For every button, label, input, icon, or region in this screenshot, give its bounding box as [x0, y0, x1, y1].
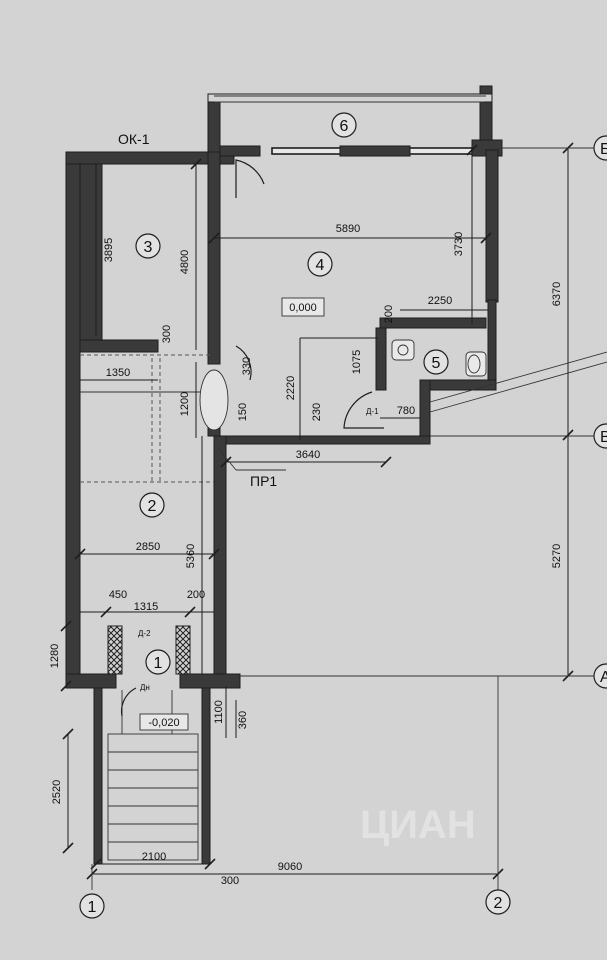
level-entry: -0,020 [148, 717, 179, 729]
dim-300-a: 300 [161, 325, 173, 343]
dim-200-a: 200 [383, 305, 395, 323]
dim-2220: 2220 [285, 376, 297, 400]
dim-1100: 1100 [213, 700, 225, 724]
dim-450: 450 [109, 589, 127, 601]
axis-bubble-b [593, 135, 607, 161]
room-number-5: 5 [432, 355, 441, 372]
axis-bubble-v [593, 423, 607, 449]
room-number-2: 2 [148, 498, 157, 515]
dim-3730: 3730 [453, 232, 465, 256]
bathroom-fixtures [391, 339, 487, 377]
window-label: ОК-1 [118, 131, 150, 147]
dim-230: 230 [311, 403, 323, 421]
dim-3895: 3895 [103, 238, 115, 262]
axis-bubble-1 [79, 893, 105, 919]
dim-4800: 4800 [179, 250, 191, 274]
axis-markers: 1 2 Б В А [79, 135, 607, 919]
door-label-d1: Д-1 [366, 407, 379, 416]
axis-bubble-a [593, 663, 607, 689]
dim-1075: 1075 [351, 350, 363, 374]
room-number-3: 3 [144, 239, 153, 256]
dim-200-b: 200 [187, 589, 205, 601]
dim-360: 360 [237, 711, 249, 729]
door-swings [120, 159, 384, 717]
room-number-6: 6 [340, 118, 349, 135]
dimension-values: 5890 3730 2250 6370 5270 3895 4800 300 1… [49, 223, 563, 887]
dim-6370: 6370 [551, 282, 563, 306]
room-numbers: 6 3 4 5 2 1 [135, 112, 449, 675]
dim-2100: 2100 [142, 851, 166, 863]
axis-label-1: 1 [88, 899, 97, 916]
dim-5360: 5360 [185, 544, 197, 568]
dim-1200: 1200 [179, 392, 191, 416]
dim-5270: 5270 [551, 544, 563, 568]
dim-330: 330 [241, 357, 253, 375]
dim-1280: 1280 [49, 644, 61, 668]
room-number-4: 4 [316, 257, 325, 274]
level-main: 0,000 [289, 302, 317, 314]
axis-label-a: А [600, 669, 607, 686]
axis-bubble-2 [485, 889, 511, 915]
dim-3640: 3640 [296, 449, 320, 461]
dim-1315: 1315 [134, 601, 158, 613]
plan-labels: ОК-1 0,000 -0,020 ПР1 Д-1 Д-2 Дн ЦИАН [118, 131, 476, 847]
dim-2520: 2520 [51, 780, 63, 804]
dim-9060: 9060 [278, 861, 302, 873]
dim-1350: 1350 [106, 367, 130, 379]
dim-5890: 5890 [336, 223, 360, 235]
dim-780: 780 [397, 405, 415, 417]
door-label-dn: Дн [140, 683, 150, 692]
axis-label-b: Б [600, 141, 607, 158]
dim-2850: 2850 [136, 541, 160, 553]
dimension-lines [60, 142, 594, 890]
dim-300-b: 300 [221, 875, 239, 887]
axis-label-2: 2 [494, 895, 503, 912]
axis-label-v: В [600, 429, 607, 446]
dim-2250: 2250 [428, 295, 452, 307]
dim-150: 150 [237, 403, 249, 421]
watermark: ЦИАН [360, 803, 476, 847]
door-label-d2: Д-2 [138, 629, 151, 638]
room-number-1: 1 [154, 655, 163, 672]
partition-label: ПР1 [250, 473, 277, 489]
